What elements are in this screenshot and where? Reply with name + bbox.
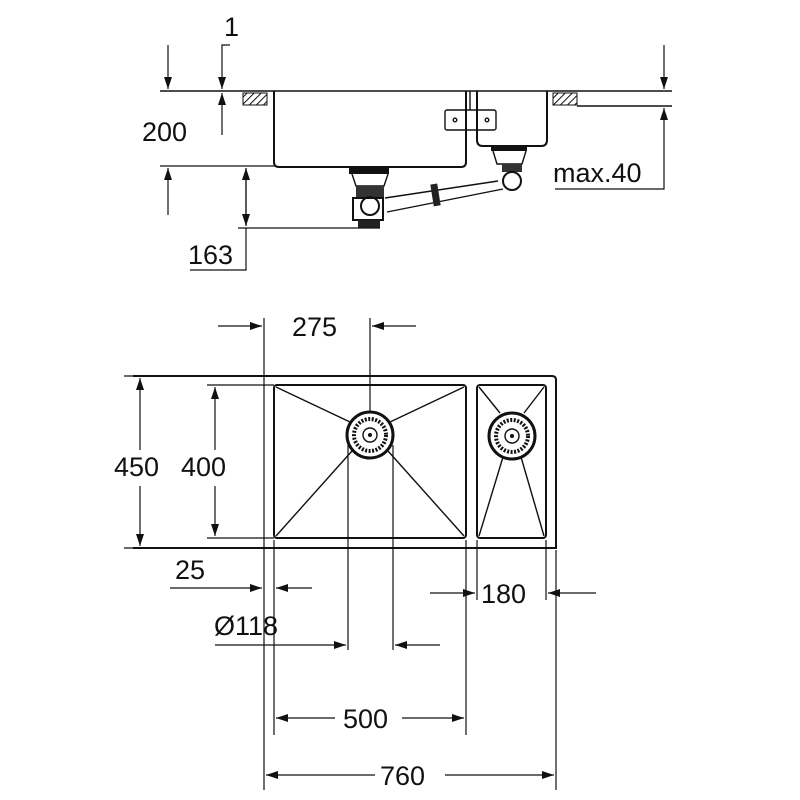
main-drain — [345, 410, 395, 460]
small-drain — [487, 411, 537, 461]
extension-lines — [263, 318, 557, 790]
dim-outer-depth-label: 450 — [114, 452, 159, 482]
bowl-slope-lines — [275, 386, 465, 537]
sink-outline — [133, 375, 557, 549]
dim-max-label: max.40 — [553, 158, 642, 188]
dim-main-bowl-width-label: 500 — [343, 704, 388, 734]
bracket-hole — [484, 117, 490, 123]
dim-margin-label: 25 — [175, 555, 205, 585]
countertop-hatch-right — [552, 92, 578, 106]
dim-drain-diameter-label: Ø118 — [214, 611, 278, 641]
side-view: 1 200 163 max.40 — [142, 12, 672, 271]
dim-drain-offset-label: 275 — [292, 312, 337, 342]
dim-drain-height-label: 163 — [188, 240, 233, 270]
main-bowl-profile — [273, 91, 467, 168]
extension-lines — [124, 375, 274, 549]
drain-assembly — [349, 146, 527, 228]
dim-small-bowl-width-label: 180 — [481, 579, 526, 609]
dim-line — [218, 44, 230, 89]
dim-overall-width-label: 760 — [380, 761, 425, 791]
dim-thickness-label: 1 — [224, 12, 239, 42]
dim-line — [555, 108, 668, 190]
bowl-slope-lines — [478, 386, 545, 537]
small-bowl — [476, 384, 547, 539]
bracket-hole — [452, 117, 458, 123]
countertop-hatch-left — [242, 92, 268, 106]
dim-depth-label: 200 — [142, 117, 187, 147]
dim-bowl-depth-label: 400 — [181, 452, 226, 482]
top-view: 275 450 400 25 180 Ø118 500 760 — [114, 312, 596, 791]
dim-line — [190, 228, 247, 271]
mounting-bracket — [444, 109, 497, 131]
